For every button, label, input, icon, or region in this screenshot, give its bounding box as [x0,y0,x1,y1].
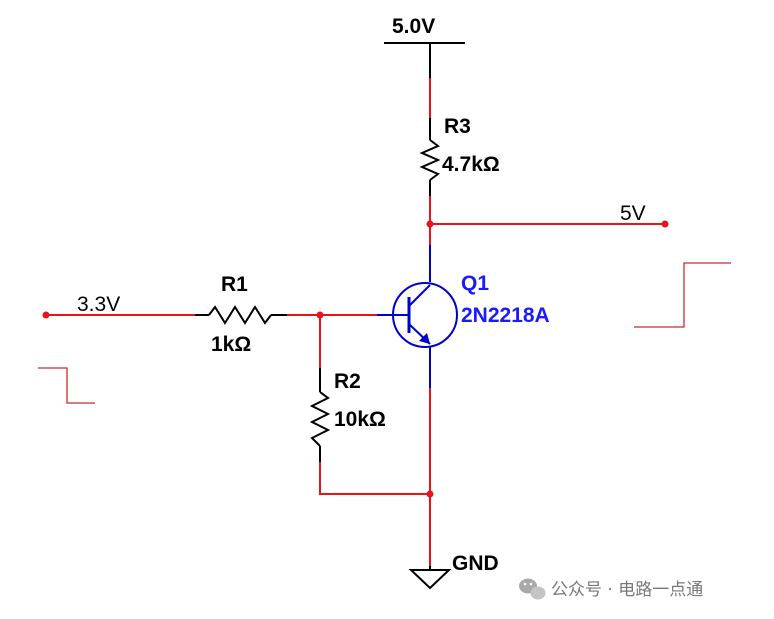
r3-value: 4.7kΩ [442,153,500,176]
r1-value: 1kΩ [211,333,251,356]
r1-zigzag [208,305,272,325]
q1-part: 2N2218A [461,304,550,327]
ground-symbol: GND [408,552,499,590]
wire-r2-to-ground-node [319,462,430,495]
resistor-r1: R1 1kΩ [208,273,272,356]
r3-zigzag [419,139,441,181]
terminal-output [661,220,669,228]
r2-ref: R2 [334,370,361,393]
watermark: 公众号 · 电路一点通 [519,578,703,600]
junction-base-node [316,311,324,319]
resistor-r2: R2 10kΩ [309,370,386,447]
watermark-text: 公众号 · 电路一点通 [551,580,703,600]
junction-ground-node [426,490,434,498]
r3-ref: R3 [444,115,471,138]
output-waveform [634,262,731,328]
output-net-label: 5V [620,202,646,225]
input-waveform [38,367,95,404]
r1-ref: R1 [221,273,248,296]
input-net-label: 3.3V [77,293,120,316]
r2-zigzag [309,391,331,447]
junction-collector-node [426,220,434,228]
junctions [42,220,669,498]
q1-collector-diag [408,284,431,307]
pin-stubs [195,44,431,462]
q1-ref: Q1 [461,272,489,295]
supply-label: 5.0V [392,15,435,38]
resistor-r3: R3 4.7kΩ [419,115,500,181]
q1-emitter-arrow [419,333,430,344]
wires [46,78,665,566]
r2-value: 10kΩ [334,408,386,431]
terminal-input [42,311,50,319]
ground-triangle [408,569,452,590]
ground-label: GND [452,552,499,575]
transistor-q1: Q1 2N2218A [377,245,550,388]
wechat-icon [519,578,546,600]
vcc-symbol: 5.0V [384,15,465,44]
